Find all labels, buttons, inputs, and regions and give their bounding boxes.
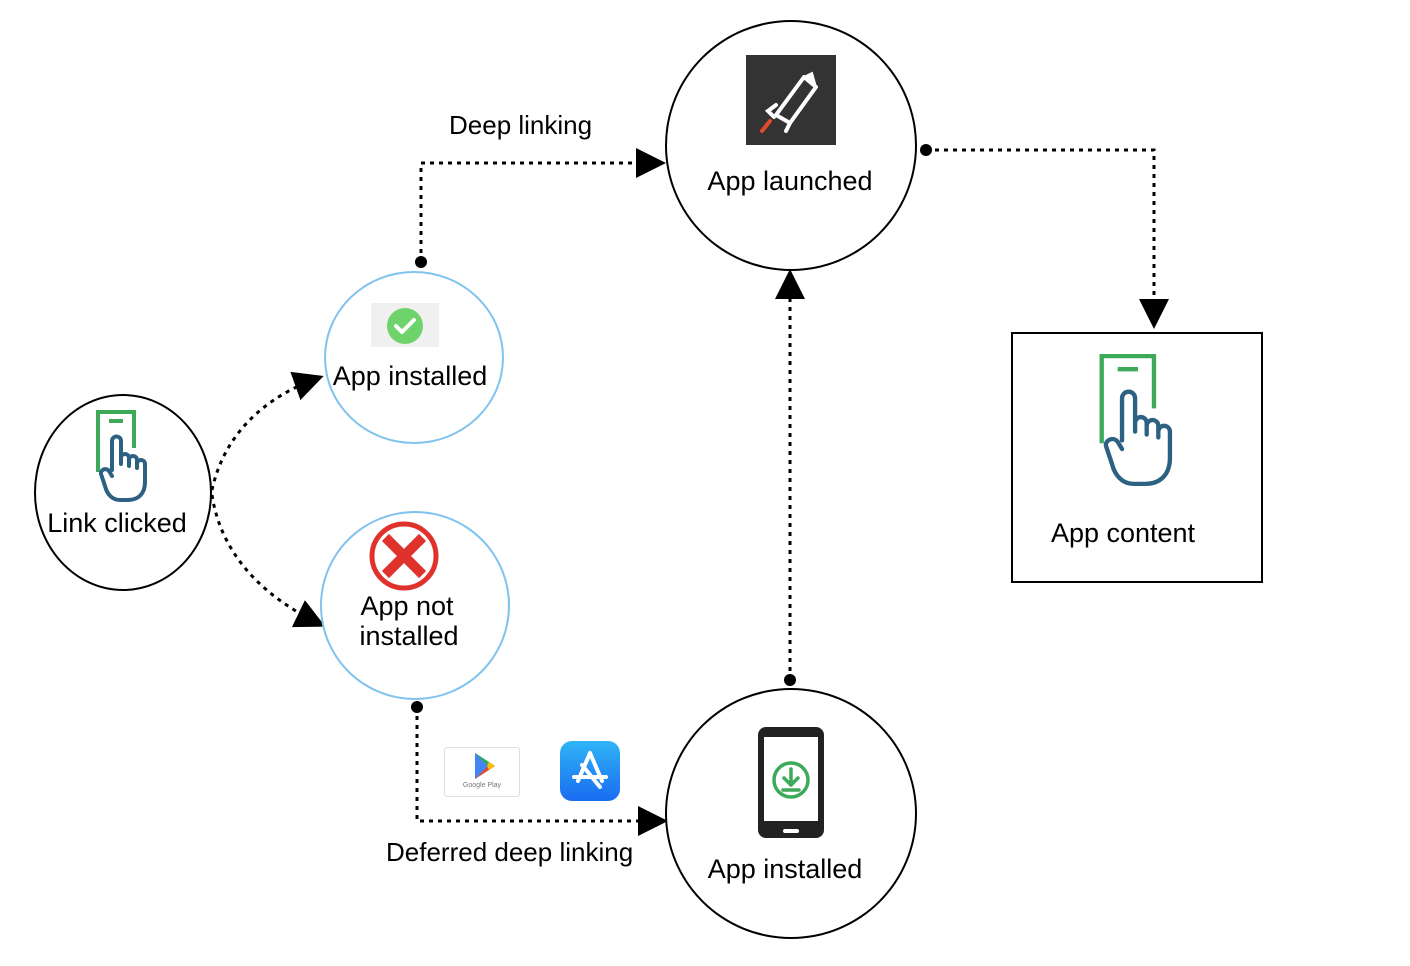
- rocket-icon: [746, 55, 836, 145]
- edge-label-deferred-deep-linking: Deferred deep linking: [386, 837, 634, 867]
- phone-tap-icon: [96, 410, 147, 502]
- node-app-not-installed-label-line2: installed: [359, 621, 459, 651]
- node-app-not-installed-label-line1: App not: [360, 591, 454, 621]
- app-store-icon: [560, 741, 620, 801]
- node-app-content-label: App content: [1050, 518, 1196, 548]
- edge-deferred-deep-linking: [415, 707, 668, 836]
- node-app-installed-label: App installed: [332, 361, 488, 391]
- node-app-launched-label: App launched: [707, 166, 873, 196]
- google-play-label: Google Play: [462, 782, 502, 789]
- google-play-icon: Google Play: [444, 747, 520, 797]
- node-link-clicked-label: Link clicked: [47, 508, 187, 538]
- node-link-clicked: [34, 394, 212, 591]
- edge-label-deep-linking: Deep linking: [449, 110, 593, 140]
- phone-tap-icon: [1099, 353, 1173, 487]
- edge-link-to-not-installed: [210, 494, 326, 628]
- check-circle-icon: [387, 308, 423, 344]
- edge-link-to-installed: [210, 371, 324, 491]
- edge-deep-linking: [419, 148, 666, 262]
- x-circle-icon: [369, 521, 439, 591]
- node-app-installed: [324, 271, 504, 444]
- node-app-installed-bottom-label: App installed: [707, 854, 863, 884]
- node-app-content: [1011, 332, 1263, 583]
- edge-launched-to-content: [926, 148, 1169, 329]
- node-app-not-installed: [320, 511, 510, 700]
- phone-download-icon: [758, 727, 824, 838]
